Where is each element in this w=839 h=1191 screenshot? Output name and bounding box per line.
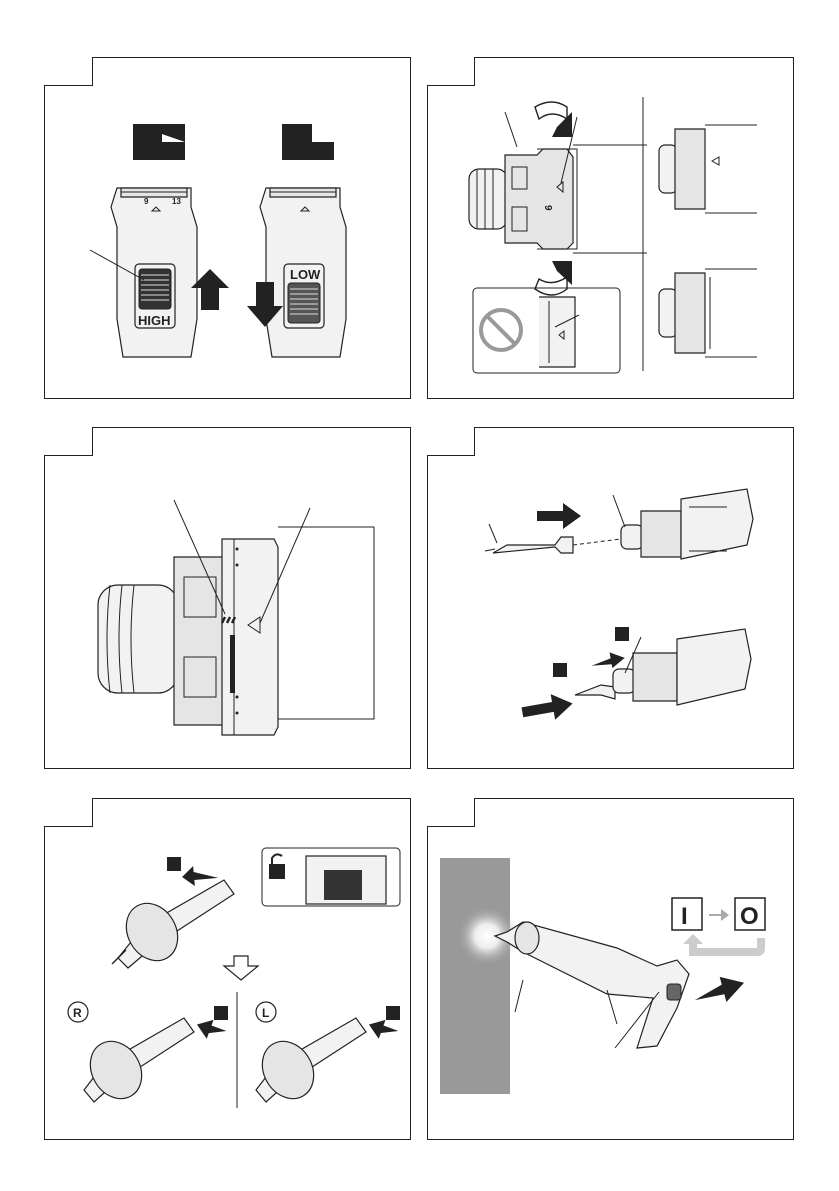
rotation-right-icon: R bbox=[68, 1002, 88, 1022]
figure-1-speed-switch: 9 13 HIGH bbox=[44, 57, 411, 399]
dial-mark-left: 9 bbox=[144, 197, 149, 206]
tool-with-light bbox=[495, 922, 689, 1048]
tool-lower bbox=[613, 629, 751, 705]
figure-5-direction-switch: R L bbox=[44, 798, 411, 1140]
tool-bottom-right bbox=[80, 1018, 194, 1108]
prohibited-icon bbox=[481, 310, 521, 350]
tool-body-left: 9 13 bbox=[90, 188, 197, 357]
rotate-arrow-icon bbox=[535, 102, 567, 119]
svg-text:L: L bbox=[262, 1006, 269, 1020]
dial-mark-right: 13 bbox=[172, 197, 181, 206]
figure-2-torque-dial: 9 bbox=[427, 57, 794, 399]
figure-6-light-switch: I O bbox=[427, 798, 794, 1140]
tool-upper bbox=[621, 489, 753, 559]
rotation-left-icon: L bbox=[256, 1002, 276, 1022]
dial-mark: 9 bbox=[542, 205, 553, 211]
off-symbol: O bbox=[740, 903, 759, 930]
on-symbol: I bbox=[681, 903, 688, 930]
unlock-icon bbox=[269, 854, 285, 879]
tool-bottom-left bbox=[252, 1018, 366, 1108]
low-label: LOW bbox=[290, 267, 321, 282]
figure-3-dial-detail bbox=[44, 427, 411, 769]
high-label: HIGH bbox=[138, 313, 171, 328]
svg-text:R: R bbox=[73, 1006, 82, 1020]
figure-4-bit-insertion bbox=[427, 427, 794, 769]
tool-top bbox=[112, 880, 234, 970]
